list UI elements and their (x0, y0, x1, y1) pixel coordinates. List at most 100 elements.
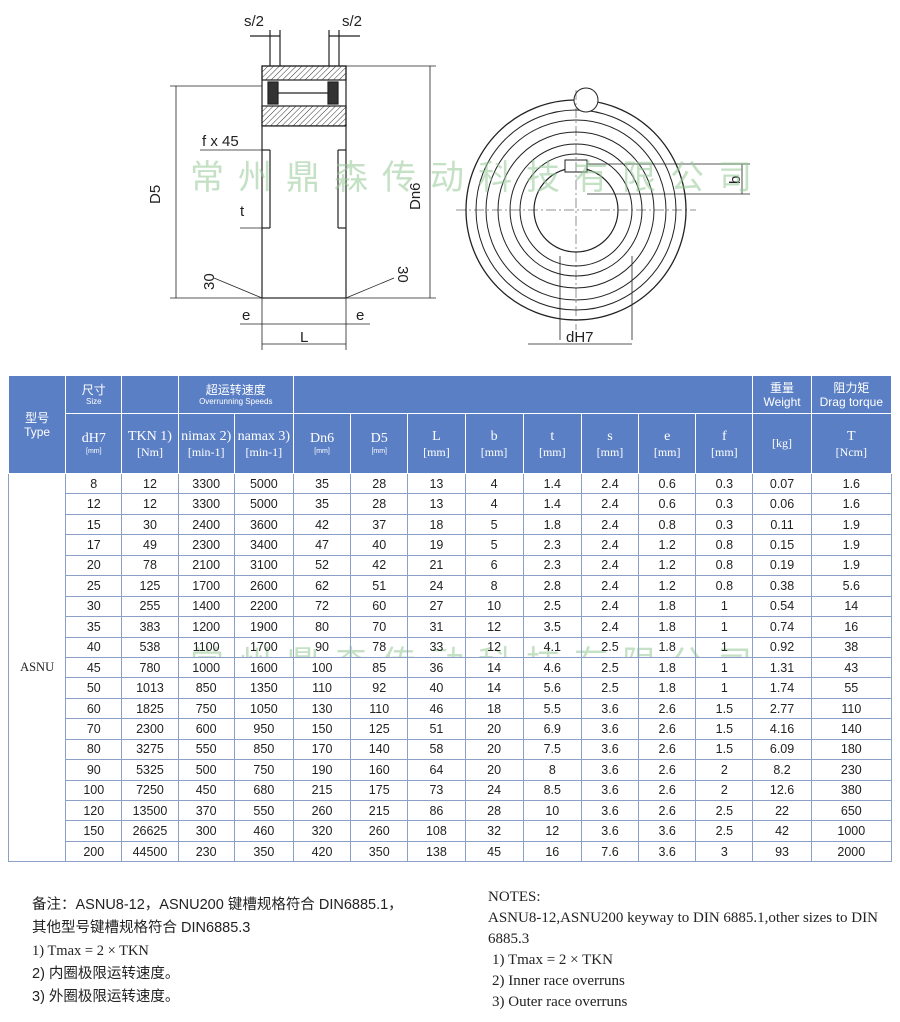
table-cell: 2.5 (580, 636, 640, 658)
col-header-4: Dn6[mm] (292, 413, 352, 474)
table-cell: 80 (65, 738, 123, 761)
table-cell: 350 (350, 840, 409, 863)
table-cell: 8 (65, 472, 123, 495)
table-cell: 460 (233, 820, 294, 842)
table-cell: 33 (407, 636, 466, 658)
table-cell: 120 (65, 799, 123, 822)
table-cell: 4 (464, 493, 524, 515)
table-cell: 1.9 (810, 554, 893, 577)
table-cell: 3.6 (580, 738, 640, 761)
header-type: 型号 Type (7, 375, 67, 474)
table-cell: 1.8 (638, 616, 697, 638)
table-cell: 14 (810, 595, 893, 618)
table-cell: 2.4 (580, 595, 640, 618)
table-cell: 1.6 (810, 472, 893, 495)
table-cell: 1.8 (638, 595, 697, 618)
table-cell: 12 (121, 493, 179, 515)
header-drag: 阻力矩 Drag torque (810, 375, 893, 414)
table-cell: 7.6 (580, 840, 640, 863)
table-cell: 3.6 (580, 820, 640, 842)
table-cell: 110 (292, 677, 352, 699)
table-cell: 46 (407, 697, 466, 720)
table-cell: 12.6 (752, 779, 812, 802)
table-cell: 350 (233, 840, 294, 863)
table-cell: 3.6 (638, 840, 697, 863)
table-cell: 1.74 (752, 677, 812, 699)
d5-label: D5 (147, 185, 164, 204)
table-cell: 42 (292, 513, 352, 536)
s-half-right-label: s/2 (342, 13, 362, 30)
table-cell: 3.6 (580, 779, 640, 802)
table-cell: 2.6 (638, 779, 697, 802)
table-cell: 78 (350, 636, 409, 658)
note-en-2: 1) Tmax = 2 × TKN (492, 952, 613, 968)
table-cell: 55 (810, 677, 893, 699)
table-cell: 550 (233, 799, 294, 822)
table-cell: 6 (464, 554, 524, 577)
table-cell: 38 (810, 636, 893, 658)
table-cell: 5 (464, 534, 524, 556)
table-cell: 1.2 (638, 534, 697, 556)
table-cell: 1.2 (638, 575, 697, 597)
table-cell: 31 (407, 616, 466, 638)
note-cn-4: 2) 内圈极限运转速度。 (32, 966, 180, 982)
table-cell: 1.4 (522, 472, 582, 495)
table-cell: 20 (464, 759, 524, 781)
bore-label: dH7 (566, 329, 594, 346)
table-cell: 215 (350, 799, 409, 822)
table-cell: 500 (177, 759, 235, 781)
col-header-9: s[mm] (580, 413, 640, 474)
table-cell: 2000 (810, 840, 893, 863)
table-cell: 27 (407, 595, 466, 618)
table-cell: 51 (407, 718, 466, 740)
table-cell: 42 (350, 554, 409, 577)
table-cell: 850 (177, 677, 235, 699)
length-label: L (300, 329, 308, 346)
table-cell: 2300 (177, 534, 235, 556)
table-cell: 47 (292, 534, 352, 556)
table-cell: 160 (350, 759, 409, 781)
table-cell: 0.8 (695, 575, 754, 597)
table-cell: 1013 (121, 677, 179, 699)
table-cell: 3275 (121, 738, 179, 761)
col-header-2: nimax 2)[min-1] (177, 413, 235, 474)
header-blank (121, 375, 179, 414)
table-cell: 100 (292, 656, 352, 679)
table-cell: 1900 (233, 616, 294, 638)
e-left-label: e (242, 307, 250, 324)
side-view (170, 30, 436, 350)
table-cell: 26625 (121, 820, 179, 842)
table-cell: 50 (65, 677, 123, 699)
table-cell: 6.09 (752, 738, 812, 761)
table-cell: 35 (292, 493, 352, 515)
table-cell: 3300 (177, 493, 235, 515)
table-cell: 3600 (233, 513, 294, 536)
col-header-3: namax 3)[min-1] (233, 413, 294, 474)
note-cn-3: 1) Tmax = 2 × TKN (32, 943, 149, 959)
table-cell: 138 (407, 840, 466, 863)
col-header-10: e[mm] (638, 413, 697, 474)
table-cell: 28 (350, 493, 409, 515)
table-cell: 2.6 (638, 799, 697, 822)
table-cell: 110 (350, 697, 409, 720)
table-cell: 0.6 (638, 472, 697, 495)
notes-english: NOTES: ASNU8-12,ASNU200 keyway to DIN 68… (488, 887, 888, 1013)
table-cell: 1 (695, 616, 754, 638)
table-cell: 3.5 (522, 616, 582, 638)
type-cell: ASNU (7, 472, 67, 863)
table-cell: 200 (65, 840, 123, 863)
table-cell: 3400 (233, 534, 294, 556)
table-cell: 780 (121, 656, 179, 679)
table-cell: 850 (233, 738, 294, 761)
table-cell: 45 (65, 656, 123, 679)
table-cell: 2.5 (695, 799, 754, 822)
table-cell: 28 (350, 472, 409, 495)
table-cell: 0.3 (695, 493, 754, 515)
table-cell: 3.6 (638, 820, 697, 842)
